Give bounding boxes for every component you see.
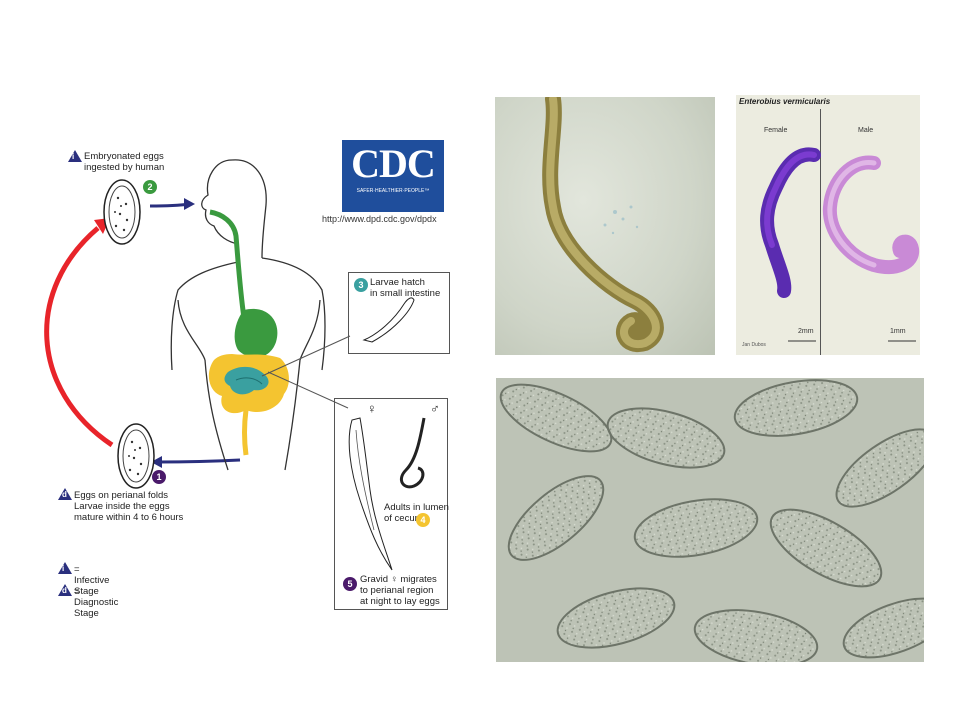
cdc-logo-tagline: SAFER·HEALTHIER·PEOPLE™ xyxy=(356,188,430,194)
egg xyxy=(606,407,726,469)
step-number-1: 1 xyxy=(152,470,166,484)
legend-infective-badge: i xyxy=(58,562,72,574)
step-number-5: 5 xyxy=(343,577,357,591)
egg xyxy=(693,609,819,662)
egg-top xyxy=(103,179,141,245)
esophagus xyxy=(209,209,247,319)
male-worm-drawing xyxy=(400,417,426,489)
credit: Jan Dubos xyxy=(742,342,766,348)
egg xyxy=(507,475,605,561)
larvae-inset xyxy=(348,272,450,354)
egg xyxy=(556,587,676,649)
step1-label: Embryonated eggs ingested by human xyxy=(84,151,165,173)
step-d-label: Eggs on perianal folds Larvae inside the… xyxy=(74,490,184,523)
stomach xyxy=(234,308,278,358)
female-label: Female xyxy=(764,127,788,134)
ingestion-arrowhead xyxy=(184,198,195,210)
scale-female: 2mm xyxy=(798,328,814,335)
adult-worm-micrograph xyxy=(495,97,715,355)
step-number-2: 2 xyxy=(143,180,157,194)
cdc-logo-letters: CDC xyxy=(351,141,436,186)
perianal-arrow xyxy=(157,458,241,464)
adults-inset xyxy=(334,398,448,610)
egg xyxy=(633,498,759,558)
legend-diagnostic-badge: d xyxy=(58,584,72,596)
legend-infective-text: = Infective Stage xyxy=(74,564,110,597)
egg xyxy=(733,379,859,437)
male-symbol: ♂ xyxy=(430,401,440,416)
egg xyxy=(842,597,924,659)
rectum xyxy=(242,409,249,456)
eggs-field xyxy=(499,379,924,662)
small-intestine xyxy=(224,366,269,395)
egg-bottom xyxy=(117,423,155,489)
scale-male: 1mm xyxy=(890,328,906,335)
step5-label: Gravid ♀ migrates to perianal region at … xyxy=(360,574,440,607)
egg xyxy=(835,428,924,508)
cycle-arrow-red xyxy=(44,226,114,448)
female-worm-stained xyxy=(760,147,821,298)
stained-adults-micrograph: Enterobius vermicularis Female Male 2mm … xyxy=(736,95,920,355)
egg xyxy=(499,383,613,453)
cdc-url[interactable]: http://www.dpd.cdc.gov/dpdx xyxy=(322,214,437,224)
infective-stage-badge: i xyxy=(68,150,82,162)
cdc-logo: CDC SAFER·HEALTHIER·PEOPLE™ xyxy=(342,140,444,212)
micrograph-title: Enterobius vermicularis xyxy=(739,97,831,106)
female-symbol: ♀ xyxy=(367,401,377,416)
human-outline xyxy=(170,159,326,471)
life-cycle-diagram: i Embryonated eggs ingested by human 2 C… xyxy=(44,140,450,619)
divider-line xyxy=(820,109,821,355)
male-label: Male xyxy=(858,127,874,134)
life-cycle-drawing xyxy=(44,159,426,571)
female-worm-drawing xyxy=(348,417,393,571)
step-number-3: 3 xyxy=(354,278,368,292)
eggs-micrograph xyxy=(496,378,924,662)
legend-diagnostic-text: = Diagnostic Stage xyxy=(74,586,119,619)
perianal-arrowhead xyxy=(151,456,162,468)
larva-drawing xyxy=(362,297,415,343)
step3-label: Larvae hatch in small intestine xyxy=(370,277,441,299)
egg xyxy=(769,508,883,588)
step4-label: Adults in lumen of cecum xyxy=(384,502,449,524)
step-number-4: 4 xyxy=(416,513,430,527)
diagnostic-stage-badge: d xyxy=(58,488,72,500)
